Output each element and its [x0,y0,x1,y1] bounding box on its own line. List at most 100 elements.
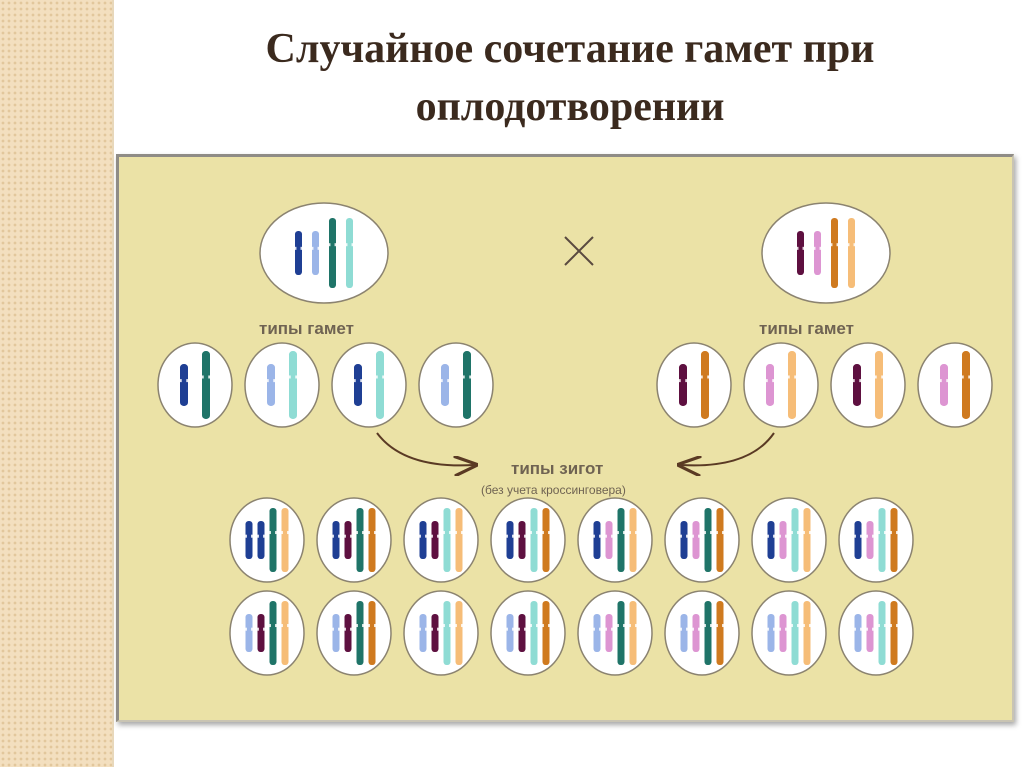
chromosome-dark-orange [700,351,710,419]
chromosome-light-pink [813,231,822,275]
zygote-cell-13 [577,590,653,676]
chromosome-dark-teal [704,508,712,572]
zygote-cell-4 [490,497,566,583]
chromosome-dark-teal [617,508,625,572]
chromosome-light-teal [375,351,385,419]
chromosome-dark-teal [269,508,277,572]
chromosome-light-orange [455,601,463,665]
diagram-canvas [157,202,993,676]
chromosome-light-pink [605,521,613,559]
chromosome-light-teal [791,508,799,572]
chromosome-dark-orange [368,601,376,665]
chromosome-dark-teal [269,601,277,665]
chromosome-dark-blue [294,231,303,275]
chromosome-light-orange [803,508,811,572]
chromosome-light-teal [530,601,538,665]
chromosome-light-orange [629,508,637,572]
chromosome-light-blue [506,614,514,652]
chromosome-light-blue [854,614,862,652]
gametes-right-label: типы гамет [759,319,854,338]
cross-symbol [564,236,594,266]
chromosome-light-teal [345,218,354,288]
gamete-right-1 [656,342,732,428]
zygote-cell-7 [751,497,827,583]
zygote-cell-3 [403,497,479,583]
chromosome-light-orange [629,601,637,665]
chromosome-light-blue [680,614,688,652]
chromosome-dark-teal [617,601,625,665]
chromosome-dark-purple [852,364,862,406]
chromosome-dark-blue [257,521,265,559]
zygote-cell-15 [751,590,827,676]
chromosome-dark-orange [830,218,839,288]
chromosome-dark-purple [344,521,352,559]
chromosome-dark-purple [518,521,526,559]
chromosome-dark-blue [353,364,363,406]
chromosome-dark-orange [542,508,550,572]
chromosome-light-blue [440,364,450,406]
chromosome-dark-blue [245,521,253,559]
chromosome-dark-blue [680,521,688,559]
chromosome-light-teal [878,508,886,572]
chromosome-dark-orange [368,508,376,572]
chromosome-light-orange [874,351,884,419]
chromosome-light-blue [245,614,253,652]
parent-cell-1 [259,202,389,304]
zygote-cell-5 [577,497,653,583]
chromosome-dark-teal [201,351,211,419]
chromosome-light-pink [692,614,700,652]
chromosome-light-teal [530,508,538,572]
chromosome-light-pink [765,364,775,406]
zygote-cell-14 [664,590,740,676]
arrow-left [376,432,474,465]
zygote-cell-6 [664,497,740,583]
chromosome-light-orange [847,218,856,288]
chromosome-dark-orange [961,351,971,419]
zygote-cell-12 [490,590,566,676]
parent-cell-2 [761,202,891,304]
gamete-right-3 [830,342,906,428]
gamete-left-4 [418,342,494,428]
gamete-right-2 [743,342,819,428]
chromosome-light-blue [767,614,775,652]
zygote-cell-9 [229,590,305,676]
chromosome-light-pink [866,614,874,652]
cells-layer [157,202,993,676]
zygote-cell-8 [838,497,914,583]
chromosome-light-orange [787,351,797,419]
chromosome-dark-teal [356,508,364,572]
chromosome-dark-purple [518,614,526,652]
zygote-cell-10 [316,590,392,676]
gamete-left-1 [157,342,233,428]
chromosome-light-pink [692,521,700,559]
chromosome-dark-blue [332,521,340,559]
chromosome-dark-blue [593,521,601,559]
chromosome-light-blue [266,364,276,406]
chromosome-light-pink [939,364,949,406]
zygote-cell-16 [838,590,914,676]
chromosome-dark-purple [431,614,439,652]
chromosome-dark-teal [704,601,712,665]
zygote-cell-11 [403,590,479,676]
chromosome-light-pink [866,521,874,559]
decorative-side-strip [0,0,112,767]
gametes-left-label: типы гамет [259,319,354,338]
chromosome-light-blue [332,614,340,652]
chromosome-light-teal [443,508,451,572]
chromosome-light-orange [281,508,289,572]
gamete-right-4 [917,342,993,428]
page-title: Случайное сочетание гамет при оплодотвор… [265,26,875,130]
zygote-cell-2 [316,497,392,583]
chromosome-light-orange [455,508,463,572]
chromosome-dark-orange [716,508,724,572]
side-divider [112,0,114,767]
zygote-cell-1 [229,497,305,583]
chromosome-light-teal [791,601,799,665]
chromosome-light-pink [779,614,787,652]
chromosome-dark-orange [890,508,898,572]
chromosome-dark-teal [328,218,337,288]
arrow-right [681,432,775,465]
chromosome-dark-purple [344,614,352,652]
chromosome-light-blue [311,231,320,275]
zygotes-label: типы зигот [511,459,604,478]
